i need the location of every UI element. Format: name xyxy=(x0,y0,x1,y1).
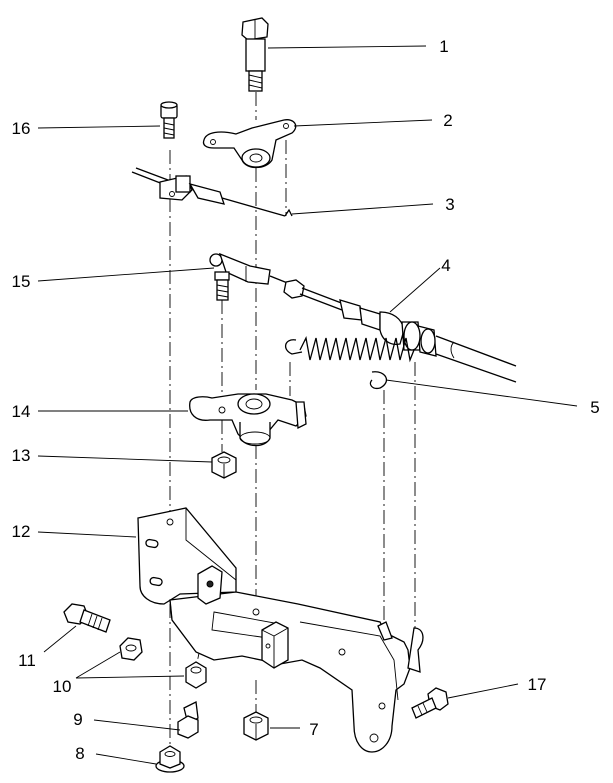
part-nut-10b xyxy=(185,661,207,689)
part-hex-bolt-17 xyxy=(411,687,449,719)
callout-17: 17 xyxy=(528,675,547,694)
part-link-rod xyxy=(131,167,293,217)
callout-labels: 1 2 3 4 5 7 8 9 10 11 12 13 14 15 16 17 xyxy=(12,37,600,763)
part-lock-nut-7 xyxy=(243,711,269,741)
part-socket-screw xyxy=(160,101,178,139)
callout-13: 13 xyxy=(12,446,31,465)
callout-3: 3 xyxy=(445,195,454,214)
callout-12: 12 xyxy=(12,522,31,541)
callout-5: 5 xyxy=(590,398,599,417)
callout-11: 11 xyxy=(18,651,36,670)
callout-2: 2 xyxy=(443,111,452,130)
callout-9: 9 xyxy=(73,710,82,729)
part-lock-nut-13 xyxy=(211,451,237,479)
part-ball-joint xyxy=(209,252,271,301)
part-shoulder-bolt xyxy=(241,17,269,92)
part-hex-bolt-9 xyxy=(177,701,199,739)
part-flange-nut-8 xyxy=(155,745,185,773)
part-control-cable xyxy=(269,275,517,383)
part-hex-bolt-11 xyxy=(63,603,111,633)
callout-1: 1 xyxy=(439,37,448,56)
callout-4: 4 xyxy=(441,256,450,275)
callout-10: 10 xyxy=(53,677,72,696)
callout-15: 15 xyxy=(12,272,31,291)
part-mounting-bracket xyxy=(137,507,424,753)
assembly-centerlines xyxy=(169,92,416,745)
part-nut-10a xyxy=(119,637,143,661)
part-extension-spring xyxy=(285,335,415,390)
callout-7: 7 xyxy=(309,720,318,739)
callout-14: 14 xyxy=(12,402,31,421)
part-control-lever xyxy=(189,393,307,447)
callout-8: 8 xyxy=(75,744,84,763)
leader-lines xyxy=(37,45,578,765)
part-stop-plate xyxy=(202,119,297,169)
callout-16: 16 xyxy=(12,119,31,138)
